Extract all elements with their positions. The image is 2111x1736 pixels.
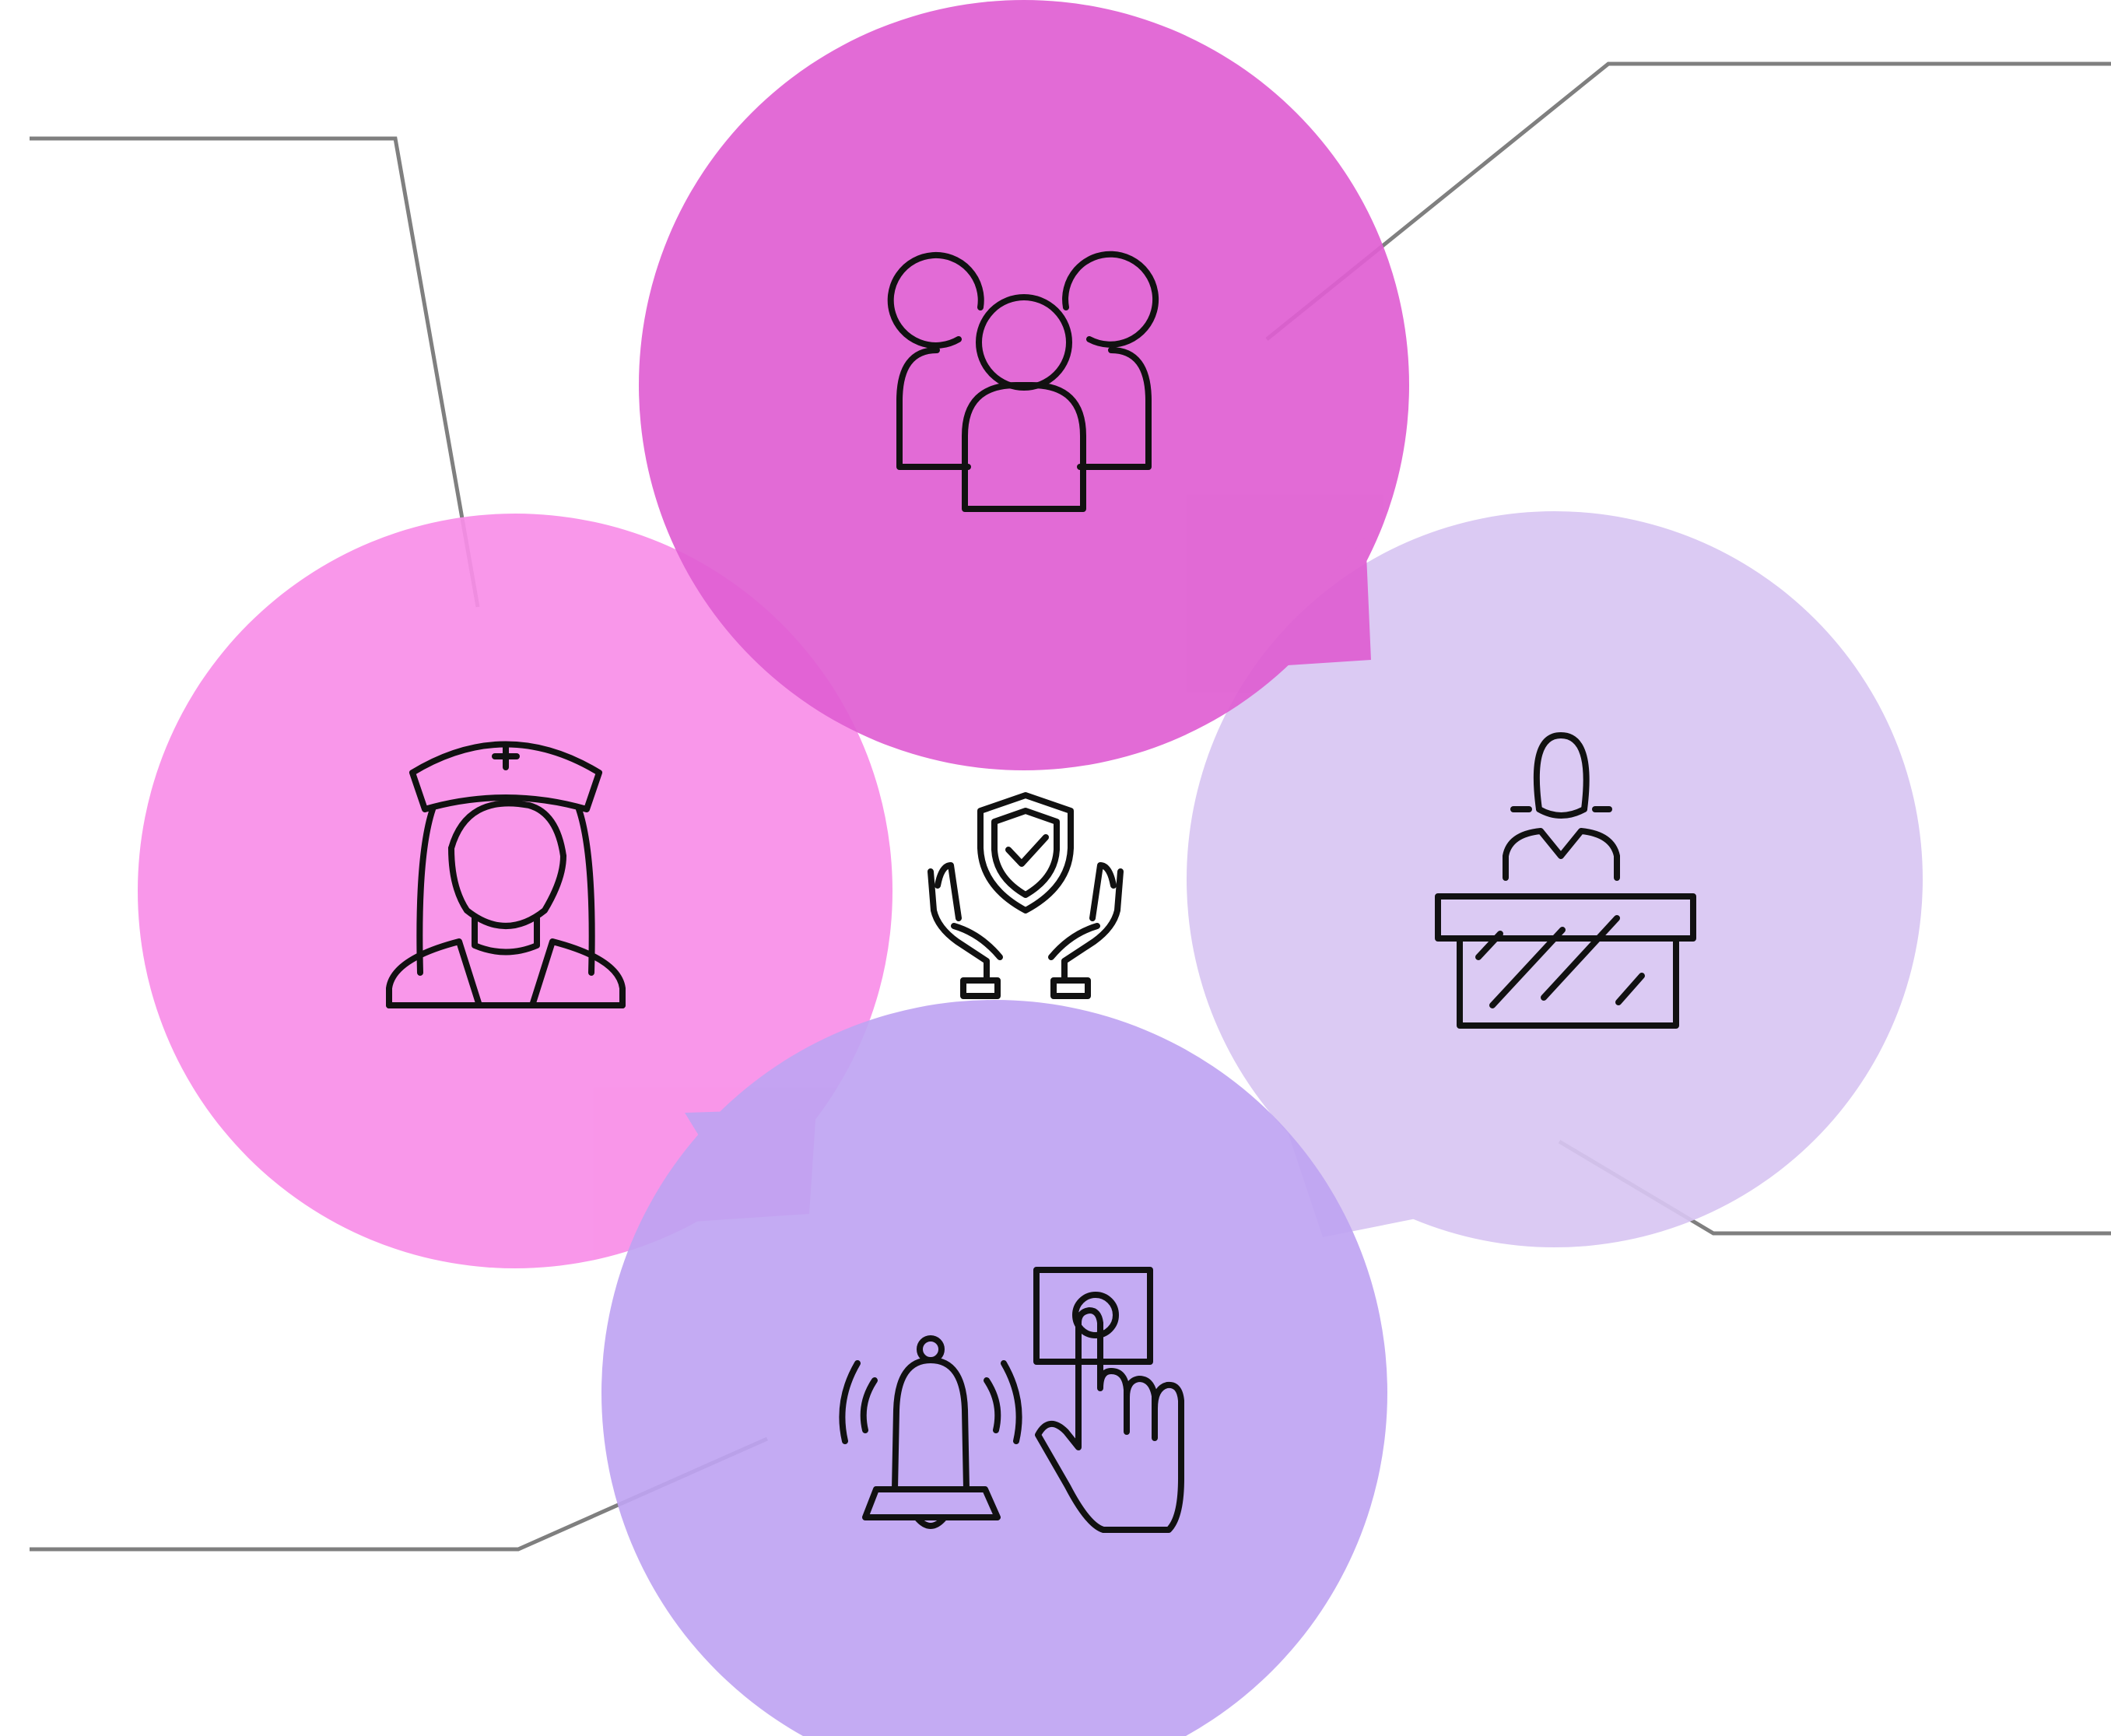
hands-shield-check-icon <box>928 792 1124 999</box>
receptionist-desk-icon <box>1435 732 1696 1029</box>
bubble-call <box>601 1000 1387 1736</box>
bell-call-button-icon <box>839 1267 1184 1533</box>
nurse-icon <box>386 741 626 1008</box>
people-group-icon <box>887 251 1159 512</box>
leader-line-top-left <box>30 136 480 608</box>
